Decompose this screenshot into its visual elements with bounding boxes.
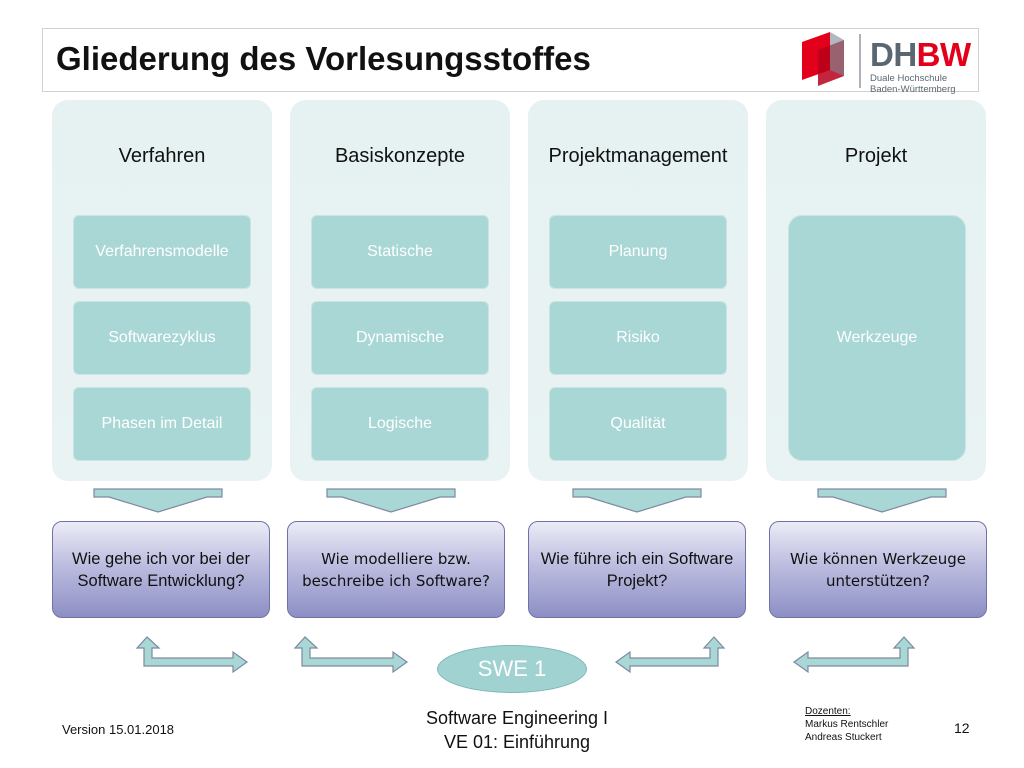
down-arrow-icon [572,488,702,513]
bent-arrow-icon [792,636,916,674]
topic-cell: Statische [311,215,489,289]
center-label-swe: SWE 1 [437,645,587,693]
page-number: 12 [954,720,970,736]
column-heading: Projekt [844,145,908,167]
topic-cell: Logische [311,387,489,461]
bent-arrow-icon [614,636,726,674]
column-heading: Projektmanagement [548,145,728,167]
question-box: Wie gehe ich vor bei der Software Entwic… [52,521,270,618]
question-box: Wie können Werkzeuge unterstützen? [769,521,987,618]
topic-cell: Planung [549,215,727,289]
version-text: Version 15.01.2018 [62,722,175,737]
logo-wordmark: DHBW [870,36,971,73]
column-heading: Basiskonzepte [334,145,466,167]
bent-arrow-icon [293,636,409,674]
topic-cell: Phasen im Detail [73,387,251,461]
down-arrow-icon [326,488,456,513]
bent-arrow-icon [135,636,249,674]
question-box: Wie modelliere bzw. beschreibe ich Softw… [287,521,505,618]
column-heading: Verfahren [118,145,206,167]
question-box: Wie führe ich ein Software Projekt? [528,521,746,618]
lecturers: Dozenten: Markus Rentschler Andreas Stuc… [805,706,889,743]
down-arrow-icon [93,488,223,513]
topic-cell: Risiko [549,301,727,375]
topic-cell: Dynamische [311,301,489,375]
slide-title: Gliederung des Vorlesungsstoffes [56,40,591,77]
topic-cell: Verfahrensmodelle [73,215,251,289]
down-arrow-icon [817,488,947,513]
topic-cell: Qualität [549,387,727,461]
topic-cell: Softwarezyklus [73,301,251,375]
dhbw-logo-icon [802,32,861,88]
course-title: Software Engineering I VE 01: Einführung [425,708,609,752]
topic-cell: Werkzeuge [788,215,966,461]
